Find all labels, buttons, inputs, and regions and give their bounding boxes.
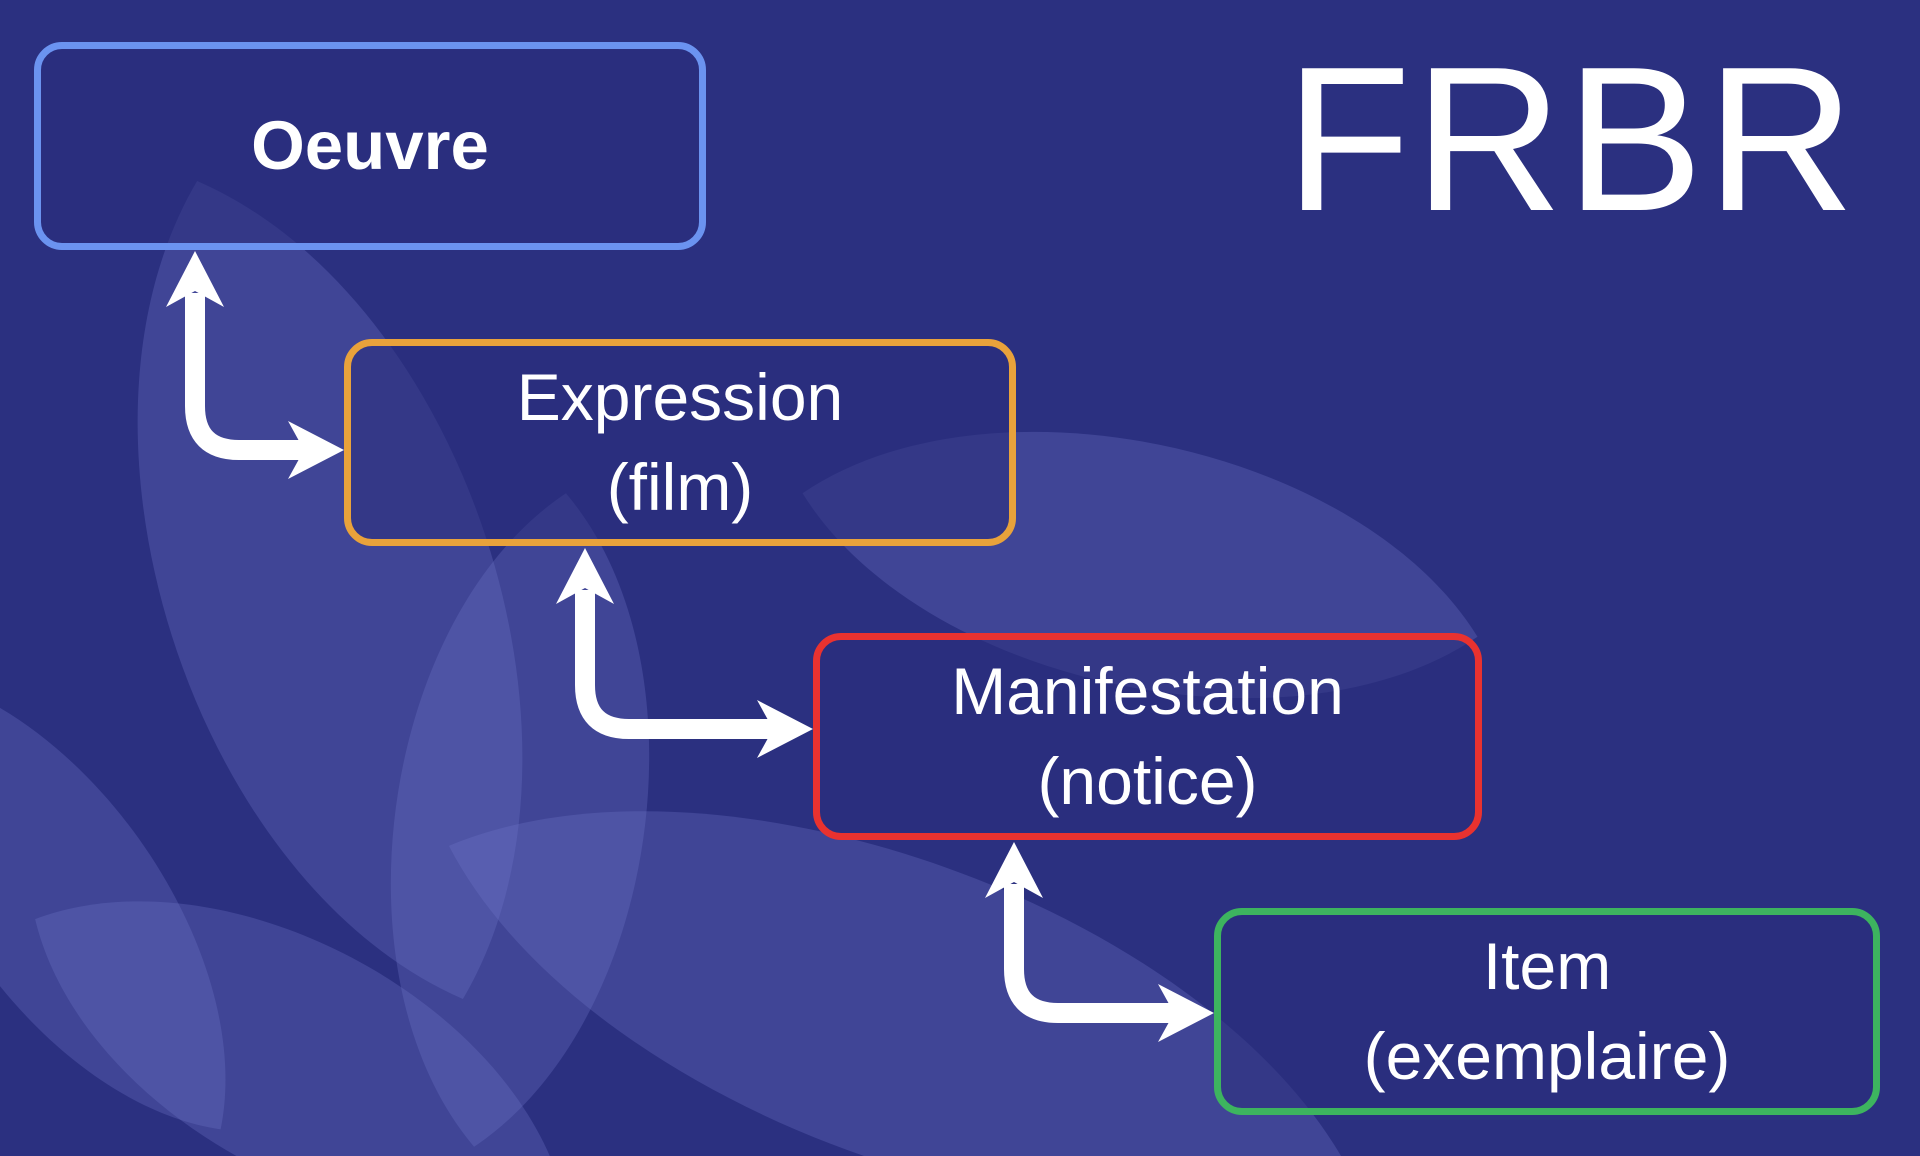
connector-arrow-manifestation-item xyxy=(985,842,1214,1042)
arrow-elbow-shaft xyxy=(185,293,307,460)
arrow-elbow-shaft xyxy=(575,590,776,739)
arrow-elbow-shaft xyxy=(1004,884,1177,1023)
petal-shape xyxy=(0,670,226,1130)
entity-box-manifestation: Manifestation (notice) xyxy=(813,633,1482,840)
connector-arrow-oeuvre-expression xyxy=(166,251,344,479)
entity-box-oeuvre: Oeuvre xyxy=(34,42,706,250)
entity-label-secondary: (film) xyxy=(606,449,754,524)
connector-arrow-expression-manifestation xyxy=(556,548,813,758)
entity-label-primary: Oeuvre xyxy=(251,107,489,185)
petal-shape xyxy=(35,901,565,1156)
entity-label-primary: Expression xyxy=(516,359,844,434)
entity-box-item: Item (exemplaire) xyxy=(1214,908,1880,1115)
entity-box-expression: Expression (film) xyxy=(344,339,1016,546)
petal-shape xyxy=(390,493,650,1147)
arrowhead-right-icon xyxy=(757,700,813,758)
arrowhead-right-icon xyxy=(1158,984,1214,1042)
entity-label-primary: Manifestation xyxy=(951,653,1344,728)
entity-label-secondary: (exemplaire) xyxy=(1363,1018,1731,1093)
arrowhead-up-icon xyxy=(166,251,224,307)
arrowhead-up-icon xyxy=(985,842,1043,898)
arrowhead-right-icon xyxy=(288,421,344,479)
entity-label-secondary: (notice) xyxy=(1037,743,1258,818)
entity-label-primary: Item xyxy=(1482,928,1612,1003)
page-title: FRBR xyxy=(1285,24,1858,254)
arrowhead-up-icon xyxy=(556,548,614,604)
petal-shape xyxy=(137,181,523,999)
